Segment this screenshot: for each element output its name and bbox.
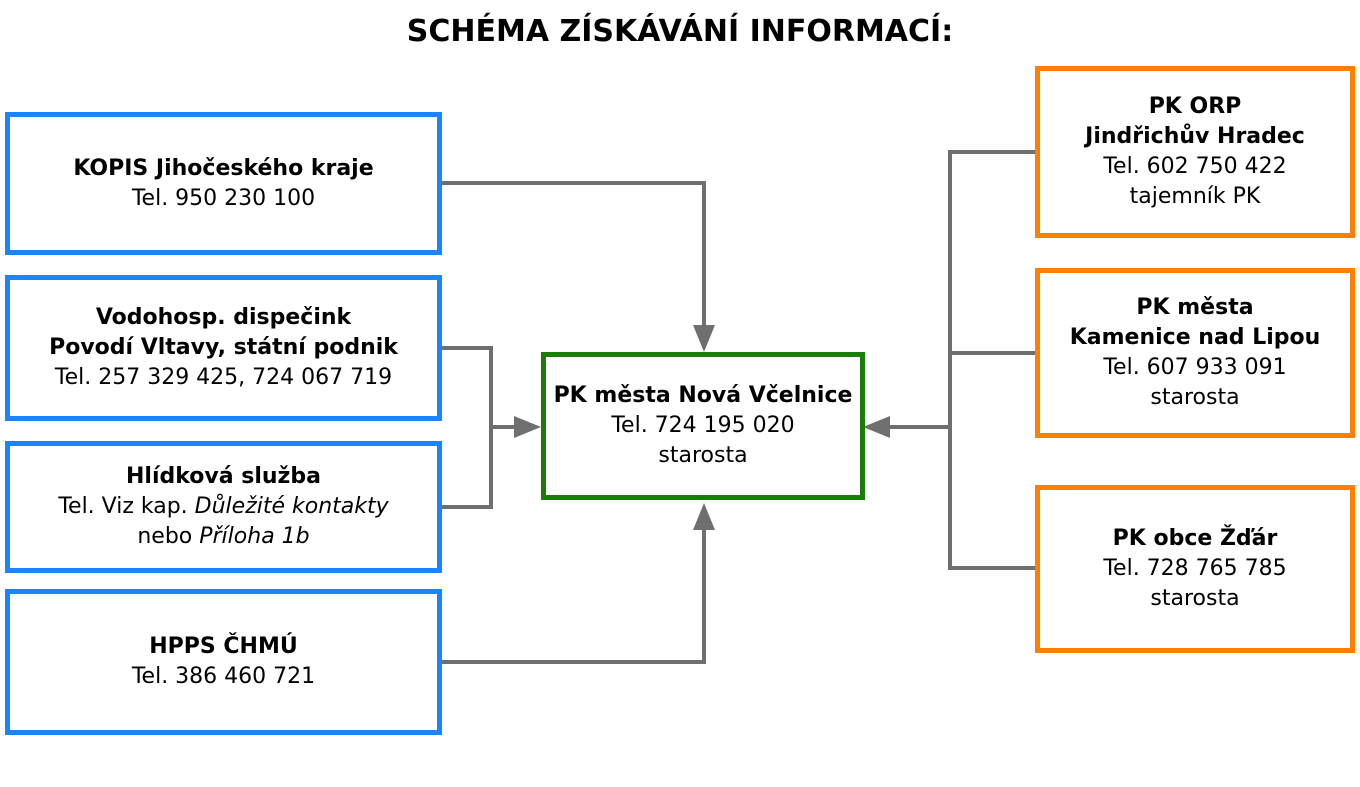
box-kopis: KOPIS Jihočeského kraje Tel. 950 230 100	[5, 112, 442, 255]
arrowhead-left	[514, 416, 541, 438]
zdar-phone: Tel. 728 765 785	[1103, 556, 1287, 581]
hpps-phone: Tel. 386 460 721	[131, 664, 316, 689]
hpps-name: HPPS ČHMÚ	[149, 634, 298, 659]
hlidkova-alt: nebo Příloha 1b	[137, 522, 309, 552]
center-name: PK města Nová Včelnice	[553, 383, 853, 408]
orp-name: PK ORP	[1148, 94, 1242, 119]
arrowhead-bottom	[693, 503, 715, 530]
hlidkova-contact-ref: Důležité kontakty	[194, 494, 389, 519]
box-kamenice: PK města Kamenice nad Lipou Tel. 607 933…	[1035, 268, 1355, 438]
kamenice-role: starosta	[1150, 385, 1240, 410]
box-hpps: HPPS ČHMÚ Tel. 386 460 721	[5, 589, 442, 735]
vodohosp-phone: Tel. 257 329 425, 724 067 719	[54, 365, 393, 390]
connector-kopis	[442, 181, 706, 330]
orp-city: Jindřichův Hradec	[1085, 124, 1305, 149]
orp-phone: Tel. 602 750 422	[1103, 154, 1287, 179]
kamenice-city: Kamenice nad Lipou	[1069, 325, 1321, 350]
connector-hpps	[442, 527, 706, 664]
kopis-name: KOPIS Jihočeského kraje	[73, 155, 374, 181]
hlidkova-alt-prefix: nebo	[137, 524, 200, 549]
connector-right-bus	[948, 150, 1036, 570]
kamenice-phone: Tel. 607 933 091	[1103, 355, 1287, 380]
connector-vodohosp	[442, 346, 493, 509]
arrowhead-right	[863, 416, 890, 438]
vodohosp-name: Vodohosp. dispečink	[95, 305, 352, 330]
zdar-role: starosta	[1150, 586, 1240, 611]
vodohosp-org: Povodí Vltavy, státní podnik	[49, 335, 398, 360]
hlidkova-contact-prefix: Tel. Viz kap.	[58, 494, 195, 519]
center-phone: Tel. 724 195 020	[611, 413, 795, 438]
kamenice-name: PK města	[1136, 295, 1254, 320]
zdar-name: PK obce Žďár	[1112, 526, 1278, 551]
center-role: starosta	[658, 443, 748, 468]
orp-role: tajemník PK	[1129, 184, 1261, 209]
kopis-phone: Tel. 950 230 100	[131, 185, 316, 211]
box-zdar: PK obce Žďár Tel. 728 765 785 starosta	[1035, 485, 1355, 653]
box-center: PK města Nová Včelnice Tel. 724 195 020 …	[541, 352, 865, 500]
box-vodohosp: Vodohosp. dispečink Povodí Vltavy, státn…	[5, 275, 442, 421]
arrowhead-top	[693, 325, 715, 352]
box-hlidkova: Hlídková služba Tel. Viz kap. Důležité k…	[5, 441, 442, 573]
box-orp: PK ORP Jindřichův Hradec Tel. 602 750 42…	[1035, 66, 1355, 238]
diagram-title: SCHÉMA ZÍSKÁVÁNÍ INFORMACÍ:	[406, 14, 954, 49]
hlidkova-contact: Tel. Viz kap. Důležité kontakty	[58, 492, 388, 522]
hlidkova-alt-ref: Příloha 1b	[199, 524, 310, 549]
hlidkova-name: Hlídková služba	[126, 464, 321, 489]
